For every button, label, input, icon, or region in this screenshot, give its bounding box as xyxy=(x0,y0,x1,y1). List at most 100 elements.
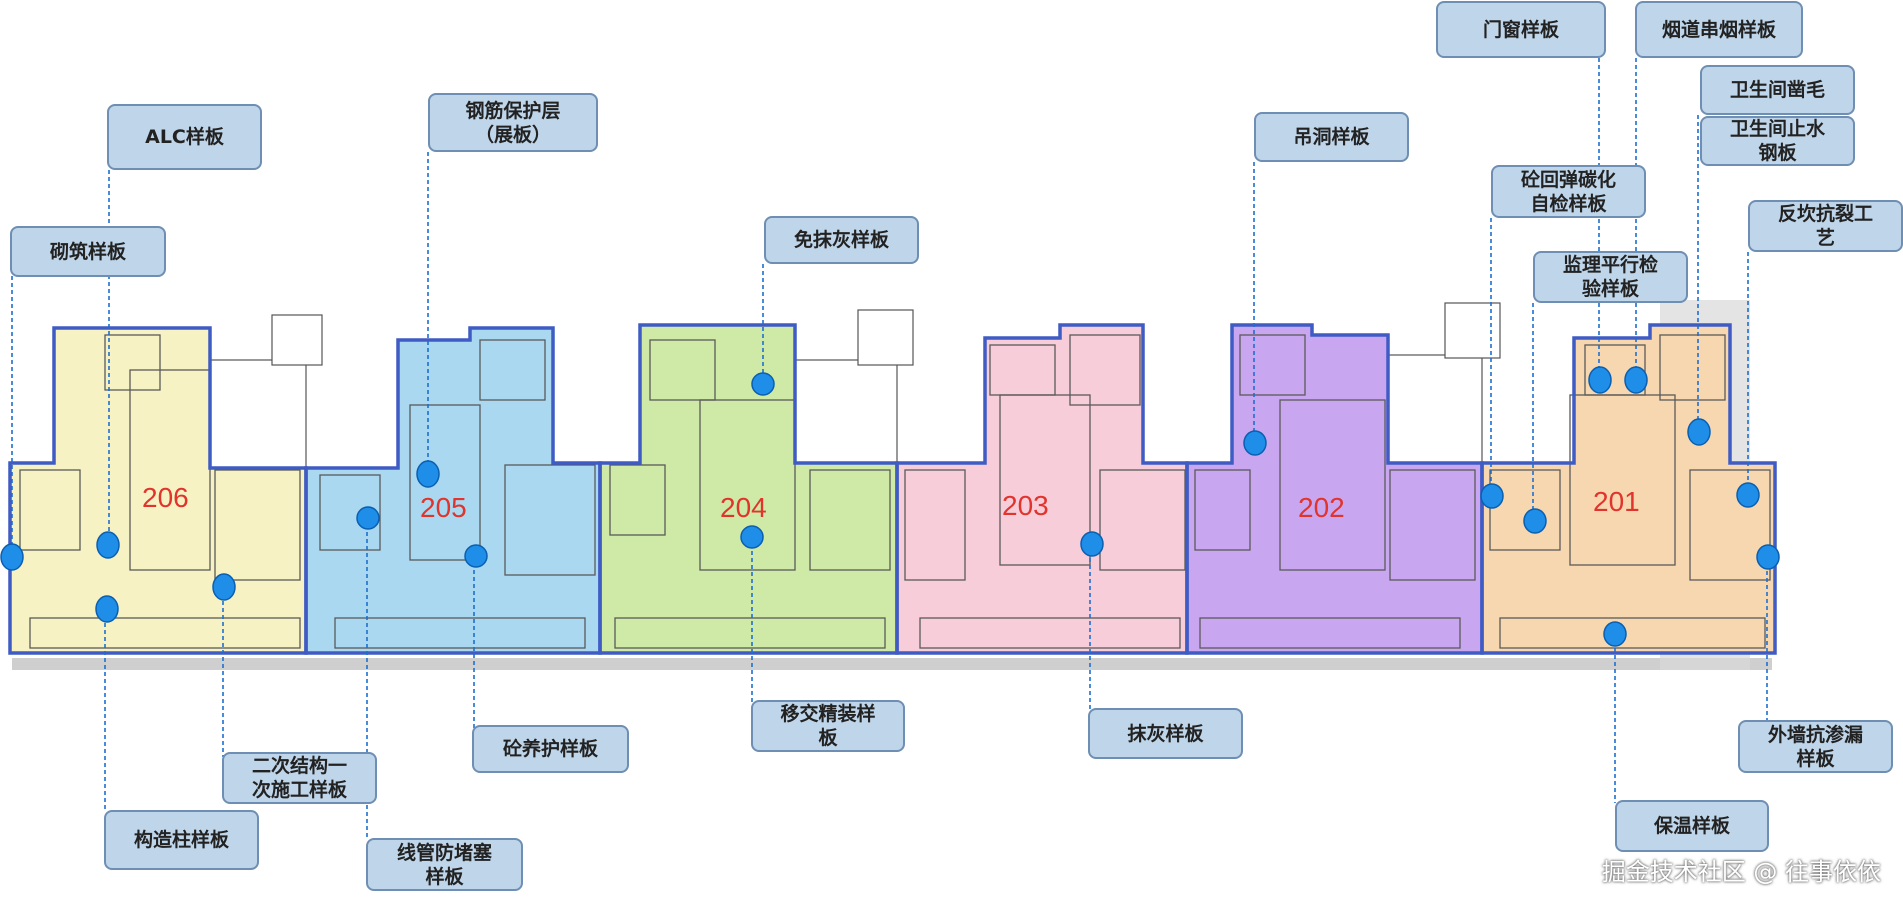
unit-202-outline xyxy=(1185,323,1484,655)
interior-wall-11 xyxy=(609,464,666,536)
callout-toilet-waterstop: 卫生间止水 钢板 xyxy=(1700,116,1855,166)
unit-205-outline xyxy=(304,326,602,655)
unit-204-outline xyxy=(598,323,899,655)
marker-exterior-wall xyxy=(1756,544,1780,570)
callout-conduit-plug: 线管防堵塞 样板 xyxy=(366,838,523,891)
interior-wall-25 xyxy=(1389,469,1476,581)
callout-constructional-column: 构造柱样板 xyxy=(104,810,259,870)
stair-core-204-top xyxy=(857,309,914,366)
interior-wall-8 xyxy=(479,339,546,401)
interior-wall-9 xyxy=(504,464,596,576)
unit-206-fill xyxy=(10,328,306,653)
unit-fills xyxy=(10,325,1775,653)
callout-supervision-parallel: 监理平行检 验样板 xyxy=(1533,251,1688,303)
marker-secondary-structure xyxy=(212,573,236,601)
callout-hanging-hole: 吊洞样板 xyxy=(1254,112,1409,162)
interior-wall-1 xyxy=(19,469,81,551)
interior-wall-26 xyxy=(1199,617,1461,649)
callout-secondary-structure: 二次结构一 次施工样板 xyxy=(222,752,377,804)
unit-number-206: 206 xyxy=(142,482,189,513)
interior-wall-19 xyxy=(1069,334,1141,406)
unit-outlines xyxy=(8,323,1777,655)
callout-handover-finish: 移交精装样 板 xyxy=(751,700,905,752)
stair-core-204 xyxy=(794,359,898,464)
interior-wall-30 xyxy=(1659,334,1726,401)
marker-toilet-roughen xyxy=(1687,418,1711,446)
callout-exterior-wall: 外墙抗渗漏 样板 xyxy=(1738,720,1893,773)
interior-walls xyxy=(19,334,1771,649)
interior-wall-13 xyxy=(699,399,796,571)
unit-201-outline xyxy=(1480,323,1777,655)
interior-wall-24 xyxy=(1279,399,1386,571)
unit-202-fill xyxy=(1187,325,1482,653)
interior-wall-3 xyxy=(129,369,211,571)
interior-wall-6 xyxy=(319,474,381,551)
interior-wall-22 xyxy=(1194,469,1251,551)
unit-203-fill xyxy=(897,325,1187,653)
unit-number-204: 204 xyxy=(720,492,767,523)
interior-wall-27 xyxy=(1489,469,1561,551)
unit-number-202: 202 xyxy=(1298,492,1345,523)
unit-201-fill xyxy=(1482,325,1775,653)
callout-insulation: 保温样板 xyxy=(1615,800,1769,852)
marker-rebar-cover xyxy=(416,460,440,488)
marker-dots xyxy=(0,366,1780,647)
unit-numbers: 206 205 204 203 202 201 xyxy=(142,482,1640,523)
interior-wall-31 xyxy=(1689,469,1771,581)
interior-wall-15 xyxy=(614,617,886,649)
callout-alc: ALC样板 xyxy=(107,104,262,170)
interior-wall-20 xyxy=(1099,469,1186,571)
marker-supervision-parallel xyxy=(1523,508,1547,534)
interior-wall-29 xyxy=(1569,394,1676,566)
stair-core-206 xyxy=(209,359,307,469)
interior-wall-4 xyxy=(214,469,301,581)
callout-rebar-cover: 钢筋保护层 （展板） xyxy=(428,93,598,152)
interior-wall-16 xyxy=(904,469,966,581)
marker-concrete-curing xyxy=(464,544,488,568)
interior-wall-32 xyxy=(1499,617,1766,649)
marker-handover-finish xyxy=(740,525,764,549)
callout-masonry: 砌筑样板 xyxy=(10,226,166,277)
marker-flue xyxy=(1624,366,1648,394)
watermark: 掘金技术社区 @ 往事依依 xyxy=(1601,858,1881,886)
interior-wall-2 xyxy=(104,334,161,391)
callout-door-window: 门窗样板 xyxy=(1436,1,1606,58)
marker-concrete-rebound xyxy=(1480,483,1504,509)
unit-number-205: 205 xyxy=(420,492,467,523)
marker-conduit-plug xyxy=(356,506,380,530)
callout-concrete-rebound: 砼回弹碳化 自检样板 xyxy=(1491,165,1646,218)
unit-number-203: 203 xyxy=(1002,490,1049,521)
marker-door-window xyxy=(1588,366,1612,394)
interior-wall-7 xyxy=(409,404,481,561)
stair-cores xyxy=(209,302,1501,469)
marker-hanging-hole xyxy=(1243,430,1267,456)
interior-wall-10 xyxy=(334,617,586,649)
marker-alc xyxy=(96,531,120,559)
callout-concrete-curing: 砼养护样板 xyxy=(472,725,629,773)
callout-curb-crack: 反坎抗裂工 艺 xyxy=(1748,200,1903,252)
stair-core-206-top xyxy=(271,314,323,366)
marker-no-plaster xyxy=(751,372,775,396)
marker-plastering xyxy=(1080,531,1104,557)
callout-no-plaster: 免抹灰样板 xyxy=(764,216,919,264)
marker-constructional-column xyxy=(95,595,119,623)
interior-wall-14 xyxy=(809,469,891,571)
interior-wall-21 xyxy=(919,617,1181,649)
ground-strip xyxy=(12,658,1772,670)
unit-206-outline xyxy=(8,326,308,655)
interior-wall-12 xyxy=(649,339,716,401)
interior-wall-5 xyxy=(29,617,301,649)
stair-core-202 xyxy=(1387,354,1483,464)
unit-205-fill xyxy=(306,328,600,653)
callout-flue: 烟道串烟样板 xyxy=(1635,1,1803,58)
marker-masonry xyxy=(0,543,24,571)
interior-wall-18 xyxy=(999,394,1091,566)
unit-204-fill xyxy=(600,325,897,653)
marker-insulation xyxy=(1603,621,1627,647)
marker-curb-crack xyxy=(1736,482,1760,508)
unit-number-201: 201 xyxy=(1593,486,1640,517)
callout-plastering: 抹灰样板 xyxy=(1088,708,1243,759)
callout-toilet-roughen: 卫生间凿毛 xyxy=(1700,65,1855,115)
